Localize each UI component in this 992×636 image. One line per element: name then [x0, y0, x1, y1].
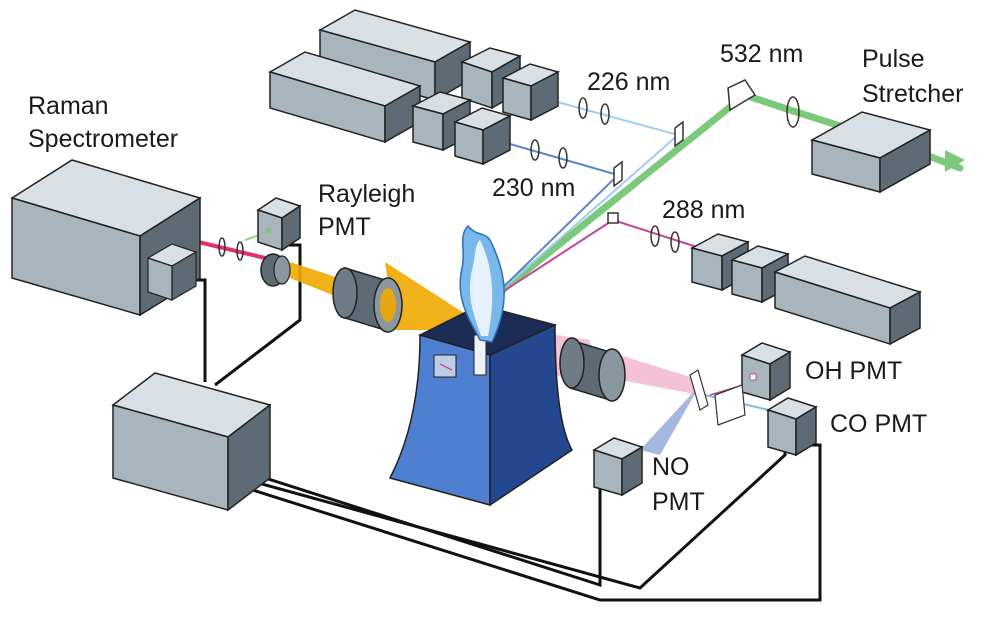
pulse-stretcher	[810, 111, 932, 194]
raman-spectrometer-label-line1: Raman	[28, 92, 109, 120]
wavelength-230nm-label: 230 nm	[492, 174, 576, 202]
no-pmt-label-line1: NO	[652, 453, 690, 481]
beam-288nm	[489, 218, 701, 301]
left-collection-lens	[332, 266, 403, 333]
pulse-stretcher-input-arrow	[945, 150, 965, 172]
wavelength-288nm-label: 288 nm	[662, 196, 746, 224]
flame	[459, 224, 505, 343]
laser-226nm	[318, 9, 561, 122]
raman-beam	[189, 238, 266, 260]
pulse-stretcher-label-line1: Pulse	[862, 45, 925, 73]
raman-spectrometer	[10, 159, 202, 317]
no-pmt-label-line2: PMT	[652, 488, 705, 516]
wavelength-226nm-label: 226 nm	[587, 68, 671, 96]
rayleigh-pmt	[256, 197, 302, 252]
wavelength-532nm-label: 532 nm	[720, 40, 804, 68]
data-acquisition-unit	[111, 372, 272, 512]
co-pmt	[766, 397, 818, 457]
right-collection-lens	[559, 337, 626, 402]
rayleigh-pmt-label-line1: Rayleigh	[318, 180, 416, 208]
rayleigh-pmt-label-line2: PMT	[318, 213, 371, 241]
beam-230nm	[489, 141, 620, 301]
raman-spectrometer-label-line2: Spectrometer	[28, 125, 179, 153]
laser-288nm	[689, 233, 922, 346]
laser-230nm	[268, 51, 513, 166]
no-pmt	[592, 437, 644, 497]
pulse-stretcher-label-line2: Stretcher	[862, 80, 964, 108]
raman-optics	[218, 237, 244, 261]
detection-filters	[689, 369, 746, 426]
oh-pmt	[740, 342, 792, 402]
upper-lenses	[530, 79, 800, 253]
oh-pmt-label: OH PMT	[805, 357, 903, 385]
co-pmt-label: CO PMT	[830, 410, 928, 438]
rayleigh-collection-lens	[260, 253, 291, 287]
